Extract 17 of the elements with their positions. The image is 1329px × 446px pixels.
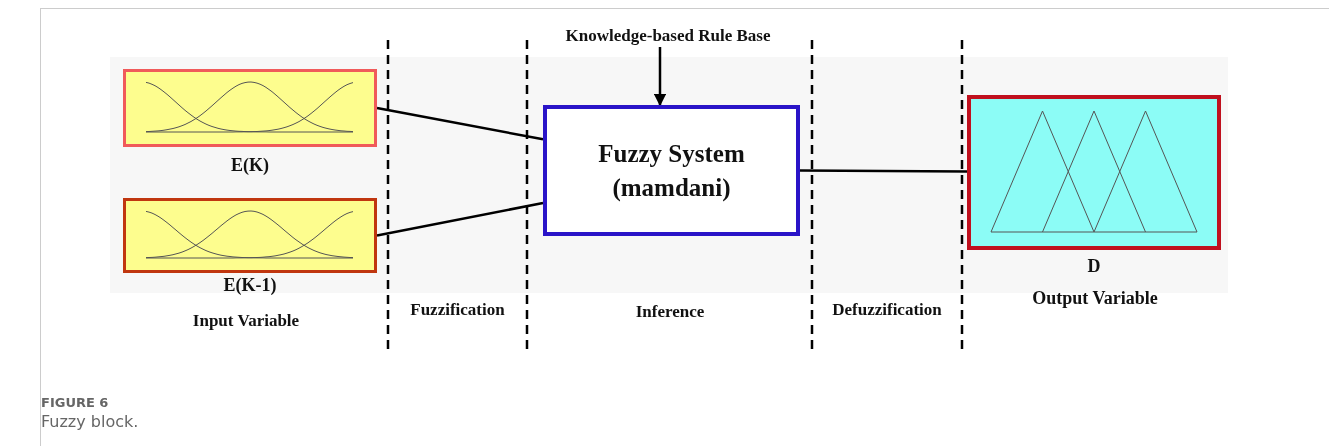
connector-line — [376, 106, 544, 141]
arrow — [653, 47, 667, 107]
variable-label: D — [1086, 255, 1102, 278]
figure-number: FIGURE 6 — [41, 394, 110, 412]
variable-label: E(K-1) — [222, 274, 278, 297]
stage-label: Input Variable — [191, 310, 301, 332]
stage-label: Fuzzification — [409, 299, 506, 321]
connector-line — [800, 169, 967, 173]
connector-line — [376, 201, 544, 237]
stage-label: Inference — [634, 301, 706, 323]
variable-label: E(K) — [230, 154, 270, 177]
stage-label: Output Variable — [1031, 287, 1159, 309]
node-label: Knowledge-based Rule Base — [564, 25, 772, 47]
process-box — [543, 105, 800, 236]
stage-label: Defuzzification — [831, 299, 943, 321]
caption: Fuzzy block. — [41, 412, 139, 431]
node-title: Fuzzy System (mamdani) — [597, 138, 746, 204]
